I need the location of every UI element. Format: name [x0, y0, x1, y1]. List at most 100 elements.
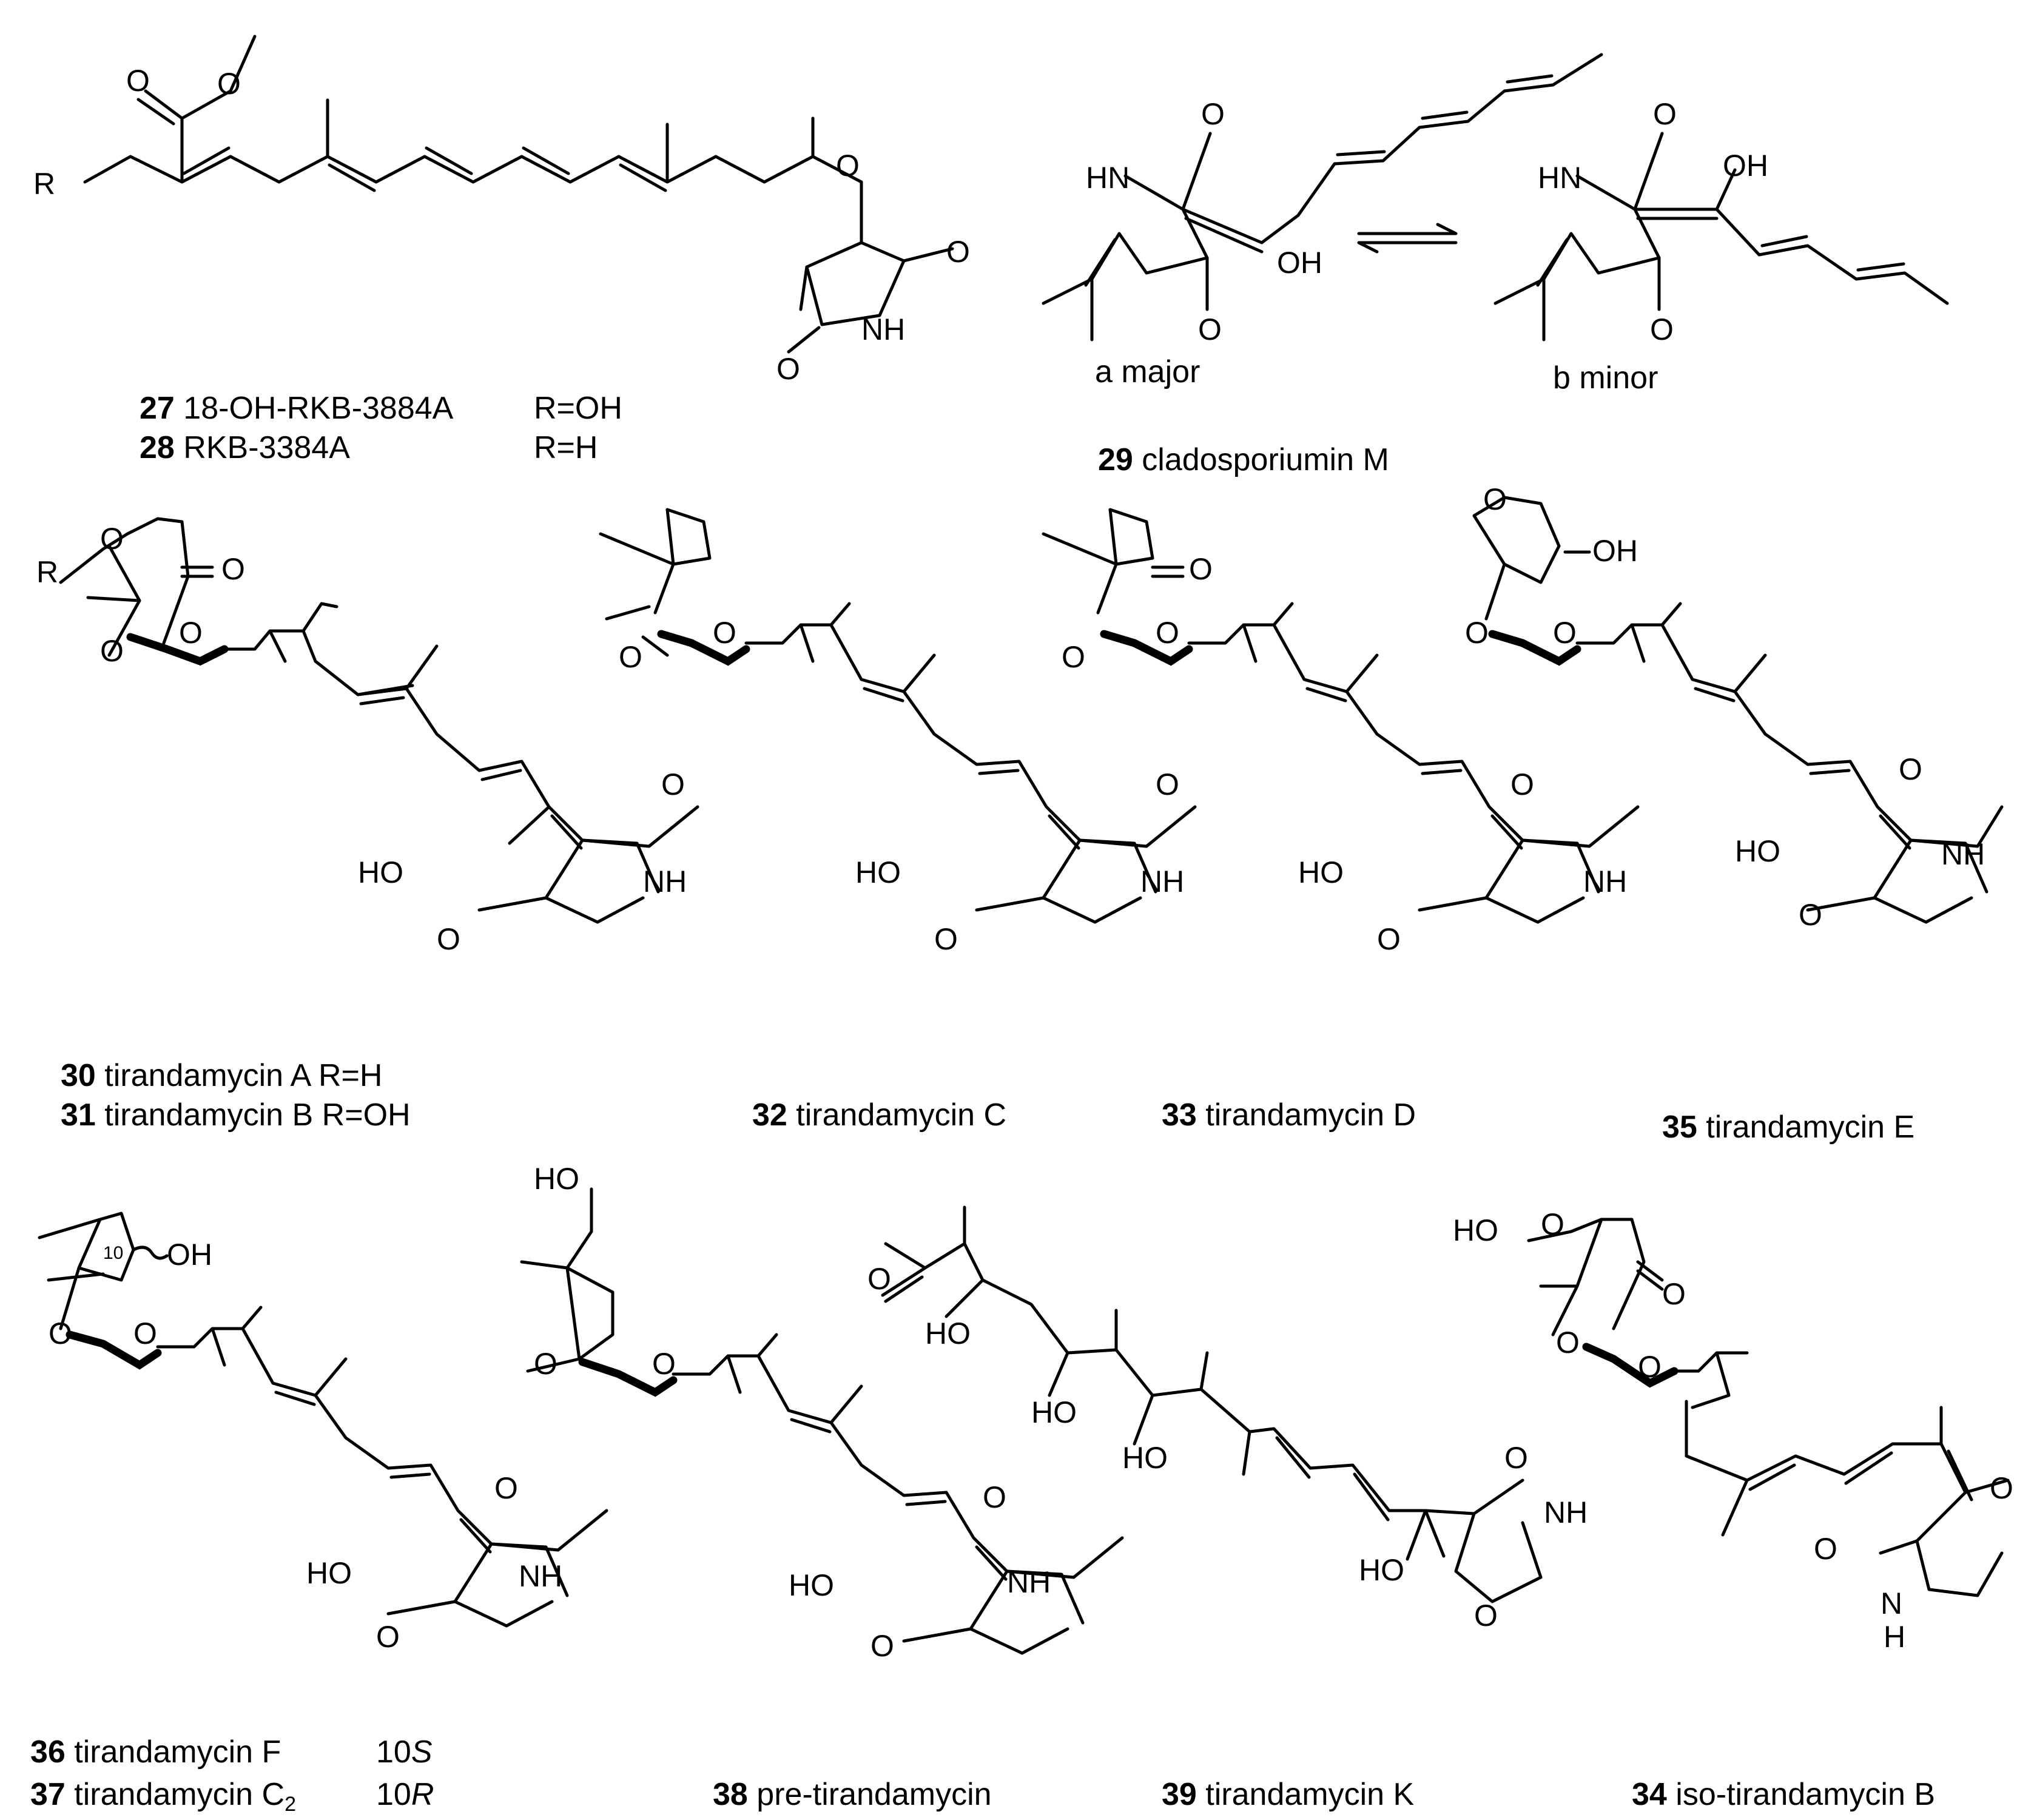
- 30-o-ketone: O: [221, 552, 245, 586]
- 34-o-ring: O: [1556, 1326, 1580, 1360]
- 33-ho: HO: [1298, 855, 1344, 889]
- rgroup-27: R=OH: [534, 391, 622, 426]
- 34-o-bridge: O: [1541, 1207, 1564, 1241]
- 36-o-pyran: O: [133, 1316, 157, 1350]
- structure-39: O HO HO HO O NH HO O: [867, 1205, 1588, 1633]
- 29a-o-1: O: [1201, 97, 1225, 131]
- imide-nh: NH: [861, 312, 905, 346]
- label-38: 38 pre-tirandamycin: [713, 1777, 992, 1812]
- 36-oh: OH: [167, 1238, 212, 1272]
- structure-38: HO O O O HO NH O: [520, 1162, 1124, 1663]
- label-30: 30 tirandamycin A R=H: [61, 1058, 382, 1093]
- r-group-atom: R: [33, 167, 55, 201]
- label-28: 28 RKB-3384A: [140, 430, 350, 465]
- 38-o-1: O: [983, 1480, 1006, 1514]
- label-32: 32 tirandamycin C: [752, 1097, 1006, 1133]
- 32-o-2: O: [934, 922, 958, 956]
- 38-ho-enol: HO: [789, 1568, 834, 1602]
- 30-r: R: [36, 555, 58, 589]
- label-34: 34 iso-tirandamycin B: [1632, 1777, 1935, 1812]
- 38-o-ring: O: [534, 1347, 557, 1381]
- 35-o-1: O: [1899, 752, 1922, 786]
- config-37: 10R: [376, 1777, 434, 1812]
- 29b-oh: OH: [1723, 149, 1768, 183]
- 36-o-ring: O: [49, 1316, 72, 1350]
- 39-o-2: O: [1474, 1599, 1498, 1633]
- structure-36-37: OH 10 O O O HO NH O: [38, 1212, 608, 1654]
- 30-o-ring: O: [100, 634, 124, 668]
- label-39: 39 tirandamycin K: [1162, 1777, 1415, 1812]
- 34-o-ketone: O: [1662, 1277, 1686, 1311]
- rgroup-28: R=H: [534, 430, 598, 465]
- 38-nh: NH: [1007, 1565, 1051, 1599]
- 30-o-2: O: [437, 922, 460, 956]
- structure-29a: HN O O OH: [1042, 53, 1603, 346]
- 35-o-bridge: O: [1483, 482, 1507, 516]
- label-31: 31 tirandamycin B R=OH: [61, 1097, 411, 1133]
- structure-34: HO O O O O O O N H: [1453, 1207, 2013, 1654]
- label-33: 33 tirandamycin D: [1162, 1097, 1416, 1133]
- 34-o-1: O: [1990, 1471, 2013, 1505]
- structure-32: O O O HO NH O: [599, 508, 1197, 956]
- structure-27-28: R O O O O NH O: [33, 35, 970, 386]
- 38-ho: HO: [534, 1162, 579, 1196]
- 29a-o-2: O: [1198, 312, 1222, 346]
- 29b-hn: HN: [1538, 161, 1581, 195]
- 39-o-ketone: O: [867, 1262, 891, 1296]
- 29a-oh: OH: [1277, 246, 1322, 280]
- 36-locant: 10: [103, 1243, 123, 1263]
- 30-o-bridge: O: [100, 522, 124, 556]
- 35-o-ring: O: [1465, 616, 1489, 650]
- label-29b: b minor: [1553, 360, 1658, 396]
- 32-o-1: O: [1156, 767, 1179, 801]
- 33-o-ring: O: [1062, 640, 1085, 674]
- label-35: 35 tirandamycin E: [1662, 1110, 1914, 1145]
- imide-o-2: O: [776, 352, 800, 386]
- equilibrium-arrows: [1357, 223, 1458, 254]
- ester-ether-o: O: [217, 67, 241, 101]
- 30-nh: NH: [643, 864, 687, 898]
- 32-nh: NH: [1140, 864, 1184, 898]
- ester-carbonyl-o: O: [126, 64, 150, 98]
- 30-ho: HO: [358, 855, 403, 889]
- 33-o-1: O: [1510, 767, 1534, 801]
- label-29: 29 cladosporiumin M: [1098, 442, 1389, 477]
- 35-ho: HO: [1735, 834, 1780, 868]
- 36-ho: HO: [306, 1556, 352, 1590]
- 39-nh: NH: [1544, 1495, 1588, 1529]
- 34-nh-n: N: [1881, 1586, 1902, 1620]
- 33-o-pyran: O: [1156, 616, 1179, 650]
- 34-o-pyran: O: [1638, 1350, 1662, 1384]
- 34-nh-h: H: [1884, 1620, 1905, 1654]
- 29b-o-2: O: [1650, 312, 1674, 346]
- 36-o-1: O: [494, 1471, 518, 1505]
- 39-ho-3: HO: [1122, 1441, 1168, 1475]
- 39-ho-2: HO: [1031, 1395, 1077, 1429]
- label-36: 36 tirandamycin F: [30, 1734, 281, 1770]
- structure-33: O O O O HO NH O: [1042, 508, 1640, 956]
- 33-o-2: O: [1377, 922, 1401, 956]
- 30-o-1: O: [661, 767, 685, 801]
- structure-29b: HN O O OH: [1493, 97, 1949, 346]
- 33-nh: NH: [1583, 864, 1627, 898]
- 34-o-2: O: [1814, 1532, 1837, 1566]
- 35-o-pyran: O: [1553, 616, 1577, 650]
- 33-o-ketone: O: [1189, 552, 1213, 586]
- 29a-hn: HN: [1086, 161, 1130, 195]
- 35-oh: OH: [1592, 534, 1638, 568]
- config-36: 10S: [376, 1734, 433, 1770]
- 32-o-pyran: O: [713, 616, 736, 650]
- 39-ho-enol: HO: [1359, 1553, 1404, 1587]
- 39-o-1: O: [1504, 1441, 1528, 1475]
- 35-o-2: O: [1799, 898, 1822, 932]
- imide-o-1: O: [946, 235, 970, 269]
- 32-o-ring: O: [619, 640, 642, 674]
- 38-o-pyran: O: [652, 1347, 676, 1381]
- ketone-o: O: [836, 149, 860, 183]
- 29b-o-1: O: [1653, 97, 1677, 131]
- 34-ho: HO: [1453, 1213, 1498, 1247]
- 30-o-pyran: O: [179, 616, 203, 650]
- label-29a: a major: [1095, 354, 1200, 389]
- 36-nh: NH: [519, 1559, 562, 1593]
